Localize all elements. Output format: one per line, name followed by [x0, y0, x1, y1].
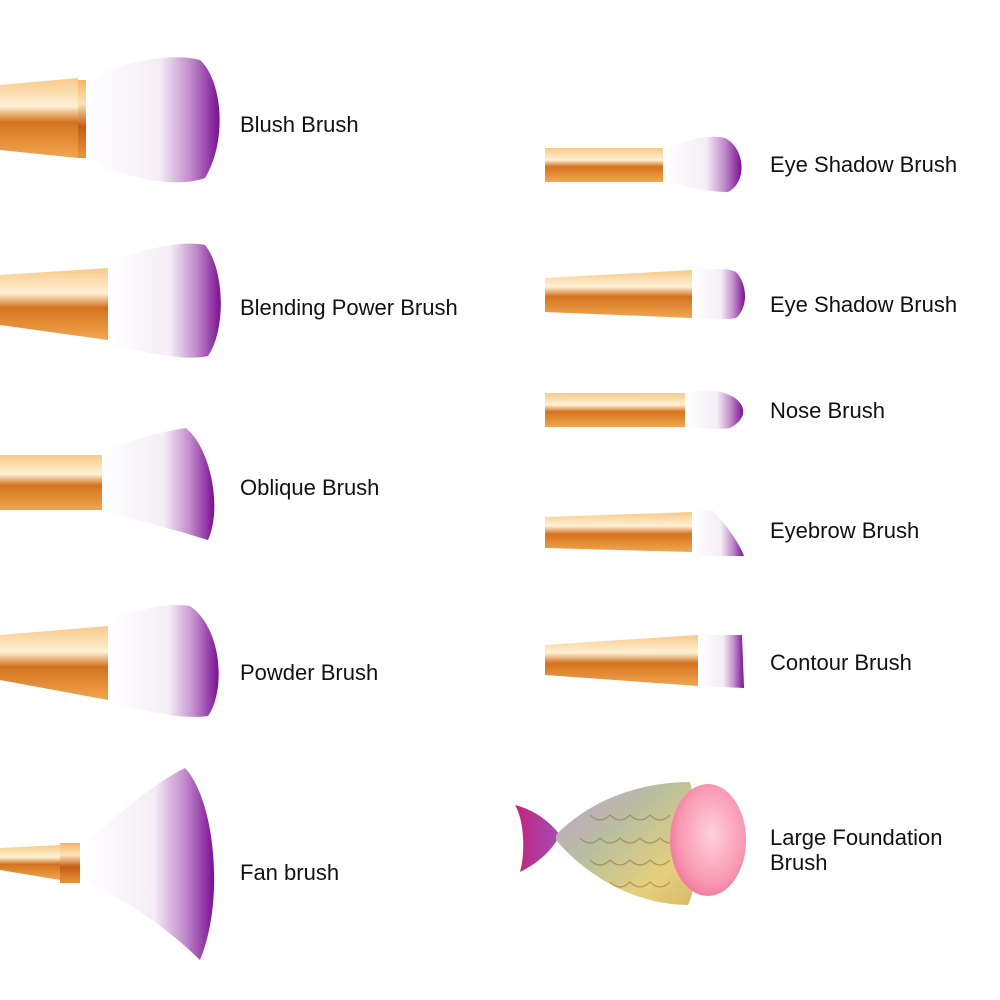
large-foundation-brush-label-line2: Brush: [770, 850, 828, 875]
blending-power-brush-image: [0, 243, 221, 358]
contour-brush-image: [545, 635, 744, 688]
powder-brush-label: Powder Brush: [240, 660, 379, 685]
oblique-brush-image: [0, 428, 215, 540]
contour-brush-label: Contour Brush: [770, 650, 912, 675]
eye-shadow-brush-1-image: [545, 136, 742, 192]
eye-shadow-brush-2-label: Eye Shadow Brush: [770, 292, 958, 317]
fan-brush-label: Fan brush: [240, 860, 340, 885]
nose-brush-image: [545, 390, 744, 429]
eye-shadow-brush-2-image: [545, 269, 745, 320]
nose-brush-label: Nose Brush: [770, 398, 885, 423]
eye-shadow-brush-1-label: Eye Shadow Brush: [770, 152, 958, 177]
eyebrow-brush-image: [545, 510, 744, 556]
blush-brush-image: [0, 57, 220, 183]
blending-power-brush-label: Blending Power Brush: [240, 295, 458, 320]
fan-brush-image: [0, 768, 215, 960]
large-foundation-brush-image: [515, 782, 746, 905]
eyebrow-brush-label: Eyebrow Brush: [770, 518, 920, 543]
powder-brush-image: [0, 604, 219, 717]
oblique-brush-label: Oblique Brush: [240, 475, 380, 500]
blush-brush-label: Blush Brush: [240, 112, 359, 137]
large-foundation-brush-label: Large Foundation: [770, 825, 943, 850]
